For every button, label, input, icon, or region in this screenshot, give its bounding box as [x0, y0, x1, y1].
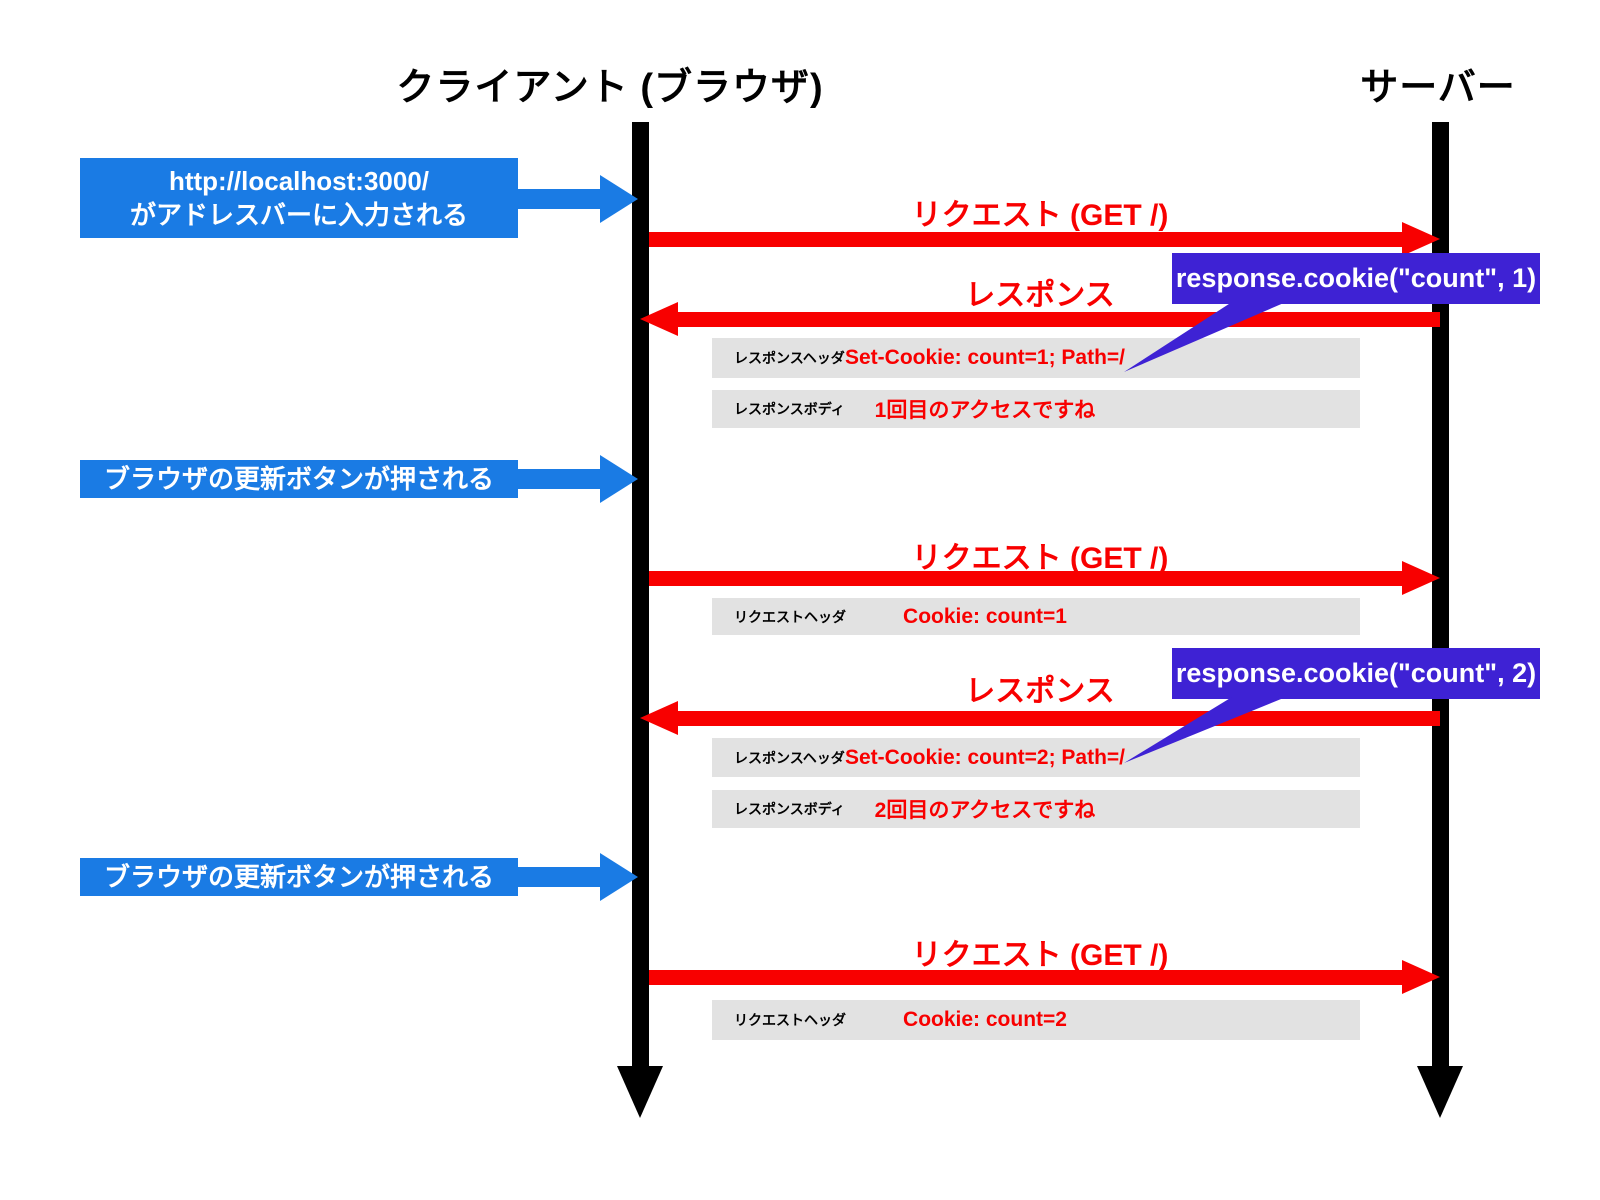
response1-arrowhead-icon — [640, 302, 678, 336]
action-arrow-bar — [518, 189, 600, 209]
callout-response-cookie-1: response.cookie("count", 1) — [1172, 253, 1540, 304]
action-arrow-head-icon — [600, 455, 638, 503]
request2-label: リクエスト (GET /) — [911, 542, 1169, 575]
request3-header-value: Cookie: count=2 — [903, 1008, 1067, 1031]
response2-body-value: 2回目のアクセスですね — [874, 799, 1096, 822]
request2-header-row: リクエストヘッダ Cookie: count=1 — [712, 598, 1360, 635]
server-lifeline-arrowhead — [1417, 1066, 1463, 1118]
response1-header-row: レスポンスヘッダ Set-Cookie: count=1; Path=/ — [712, 338, 1360, 378]
response2-arrowhead-icon — [640, 701, 678, 735]
response1-body-row: レスポンスボディ 1回目のアクセスですね — [712, 390, 1360, 428]
response2-header-key: レスポンスヘッダ — [734, 749, 845, 766]
response2-body-row: レスポンスボディ 2回目のアクセスですね — [712, 790, 1360, 828]
response1-header-key: レスポンスヘッダ — [734, 350, 845, 366]
action-arrow-head-icon — [600, 175, 638, 223]
response2-label: レスポンス — [965, 675, 1115, 708]
callout1-tail — [1124, 302, 1286, 372]
action-arrow-bar — [518, 867, 600, 887]
response1-arrow-bar — [678, 312, 1440, 327]
response1-body-key: レスポンスボディ — [734, 401, 845, 417]
client-actor-title: クライアント (ブラウザ) — [396, 67, 824, 109]
request3-arrowhead-icon — [1402, 960, 1440, 994]
request1-arrowhead-icon — [1402, 222, 1440, 256]
response1-body-value: 1回目のアクセスですね — [874, 399, 1096, 422]
callout2-tail — [1124, 697, 1286, 763]
response2-header-row: レスポンスヘッダ Set-Cookie: count=2; Path=/ — [712, 738, 1360, 777]
request2-header-key: リクエストヘッダ — [734, 608, 846, 625]
request1-arrow-bar — [649, 232, 1402, 247]
response2-header-value: Set-Cookie: count=2; Path=/ — [844, 745, 1126, 769]
response2-body-key: レスポンスボディ — [734, 801, 845, 817]
request3-header-key: リクエストヘッダ — [734, 1012, 846, 1028]
action-box-refresh-1: ブラウザの更新ボタンが押される — [80, 460, 518, 498]
server-lifeline — [1432, 122, 1449, 1072]
action-box-url-entered: http://localhost:3000/ がアドレスバーに入力される — [80, 158, 518, 238]
action-url-description-line: がアドレスバーに入力される — [129, 200, 468, 230]
request2-arrow-bar — [649, 571, 1402, 586]
request3-label: リクエスト (GET /) — [911, 939, 1169, 972]
client-lifeline-arrowhead — [617, 1066, 663, 1118]
action-refresh-line: ブラウザの更新ボタンが押される — [103, 464, 494, 494]
action-arrow-head-icon — [600, 853, 638, 901]
request2-arrowhead-icon — [1402, 561, 1440, 595]
request3-header-row: リクエストヘッダ Cookie: count=2 — [712, 1000, 1360, 1040]
callout-response-cookie-2: response.cookie("count", 2) — [1172, 648, 1540, 699]
action-arrow-bar — [518, 469, 600, 489]
action-url-line: http://localhost:3000/ — [168, 166, 430, 196]
server-actor-title: サーバー — [1360, 67, 1516, 109]
action-refresh-line: ブラウザの更新ボタンが押される — [103, 862, 494, 892]
response1-label: レスポンス — [965, 279, 1115, 312]
request1-label: リクエスト (GET /) — [911, 199, 1169, 232]
request2-header-value: Cookie: count=1 — [903, 604, 1067, 628]
client-lifeline — [632, 122, 649, 1072]
request3-arrow-bar — [649, 970, 1402, 985]
response2-arrow-bar — [678, 711, 1440, 726]
response1-header-value: Set-Cookie: count=1; Path=/ — [844, 346, 1126, 369]
action-box-refresh-2: ブラウザの更新ボタンが押される — [80, 858, 518, 896]
